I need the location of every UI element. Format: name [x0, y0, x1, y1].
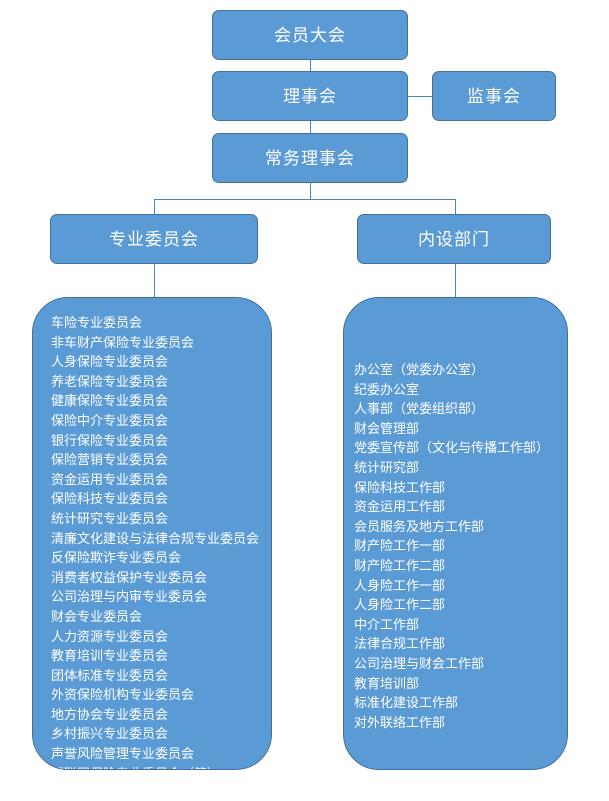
committee-item[interactable]: 人力资源专业委员会 — [51, 628, 169, 644]
committee-item[interactable]: 保险营销专业委员会 — [51, 452, 169, 468]
committee-item[interactable]: 乡村振兴专业委员会 — [51, 726, 169, 742]
committee-item[interactable]: 消费者权益保护专业委员会 — [51, 569, 208, 585]
connector-branch-departments — [455, 199, 456, 214]
department-item[interactable]: 资金运用工作部 — [354, 499, 446, 515]
panel-professional-committees: 车险专业委员会非车财产保险专业委员会人身保险专业委员会养老保险专业委员会健康保险… — [32, 297, 272, 770]
committee-item[interactable]: 车险专业委员会 — [51, 315, 143, 330]
connector-branch-committees — [154, 199, 155, 214]
department-item[interactable]: 统计研究部 — [354, 459, 420, 475]
node-standing-council-label: 常务理事会 — [265, 148, 355, 168]
department-item[interactable]: 人身险工作二部 — [354, 597, 446, 613]
department-item[interactable]: 对外联络工作部 — [354, 714, 446, 730]
node-supervisory-board-label: 监事会 — [467, 86, 521, 106]
committee-item[interactable]: 团体标准专业委员会 — [51, 667, 169, 683]
committee-item[interactable]: 声誉风险管理专业委员会 — [51, 746, 195, 762]
node-internal-departments-label: 内设部门 — [418, 229, 490, 249]
department-item[interactable]: 教育培训部 — [354, 675, 420, 691]
department-item[interactable]: 公司治理与财会工作部 — [354, 655, 485, 671]
committees-list: 车险专业委员会非车财产保险专业委员会人身保险专业委员会养老保险专业委员会健康保险… — [51, 313, 260, 769]
node-professional-committees-label: 专业委员会 — [109, 229, 199, 249]
committee-item[interactable]: 非车财产保险专业委员会 — [51, 334, 195, 350]
department-item[interactable]: 保险科技工作部 — [354, 479, 446, 495]
connector-departments-panel — [455, 264, 456, 297]
panel-internal-departments: 办公室（党委办公室） 纪委办公室人事部（党委组织部） 财会管理部党委宣传部（文化与传… — [343, 297, 568, 770]
node-council[interactable]: 理事会 — [212, 71, 408, 121]
committee-item[interactable]: 保险中介专业委员会 — [51, 412, 169, 428]
committee-item[interactable]: 反保险欺诈专业委员会 — [51, 550, 182, 566]
department-item[interactable]: 纪委办公室 — [354, 381, 420, 397]
department-item[interactable]: 中介工作部 — [354, 616, 420, 632]
committee-item[interactable]: 保险科技专业委员会 — [51, 491, 169, 507]
connector-council-supervisory — [408, 96, 432, 97]
connector-assembly-council — [310, 60, 311, 71]
committee-item[interactable]: 银行保险专业委员会 — [51, 432, 169, 448]
committee-item[interactable]: 养老保险专业委员会 — [51, 373, 169, 389]
department-item[interactable]: 财产险工作一部 — [354, 538, 446, 554]
department-item[interactable]: 法律合规工作部 — [354, 636, 446, 652]
committee-item[interactable]: 健康保险专业委员会 — [51, 393, 169, 409]
connector-committees-panel — [154, 264, 155, 297]
committee-item[interactable]: 统计研究专业委员会 — [51, 510, 169, 526]
node-general-assembly-label: 会员大会 — [274, 25, 346, 45]
node-professional-committees[interactable]: 专业委员会 — [50, 214, 258, 264]
department-item[interactable]: 会员服务及地方工作部 — [354, 518, 485, 534]
committee-item[interactable]: 财会专业委员会 — [51, 608, 143, 624]
department-item[interactable]: 财产险工作二部 — [354, 557, 446, 573]
committee-item[interactable]: 地方协会专业委员会 — [51, 706, 169, 722]
department-item[interactable]: 人事部（党委组织部） — [354, 401, 485, 417]
department-item[interactable]: 财会管理部 — [354, 420, 420, 436]
department-item[interactable]: 标准化建设工作部 — [354, 695, 459, 711]
committee-item[interactable]: 公司治理与内审专业委员会 — [51, 589, 208, 605]
node-supervisory-board[interactable]: 监事会 — [432, 71, 556, 121]
committee-item[interactable]: 互联网保险专业委员会（筹） — [51, 764, 259, 769]
node-general-assembly[interactable]: 会员大会 — [212, 10, 408, 60]
committee-item[interactable]: 清廉文化建设与法律合规专业委员会 — [51, 530, 260, 546]
department-item[interactable]: 党委宣传部（文化与传播工作部） — [354, 440, 550, 456]
committee-item[interactable]: 教育培训专业委员会 — [51, 648, 169, 664]
connector-branch-bar — [154, 199, 455, 200]
connector-council-standing — [310, 121, 311, 133]
committee-item[interactable]: 人身保险专业委员会 — [51, 354, 169, 370]
department-item[interactable]: 人身险工作一部 — [354, 577, 446, 593]
node-standing-council[interactable]: 常务理事会 — [212, 133, 408, 183]
departments-list: 办公室（党委办公室） 纪委办公室人事部（党委组织部） 财会管理部党委宣传部（文化与传… — [354, 360, 549, 732]
committee-item[interactable]: 外资保险机构专业委员会 — [51, 687, 195, 703]
connector-standing-stem — [310, 183, 311, 199]
node-internal-departments[interactable]: 内设部门 — [357, 214, 551, 264]
node-council-label: 理事会 — [283, 86, 337, 106]
committee-item[interactable]: 资金运用专业委员会 — [51, 471, 169, 487]
department-item[interactable]: 办公室（党委办公室） — [354, 362, 485, 377]
